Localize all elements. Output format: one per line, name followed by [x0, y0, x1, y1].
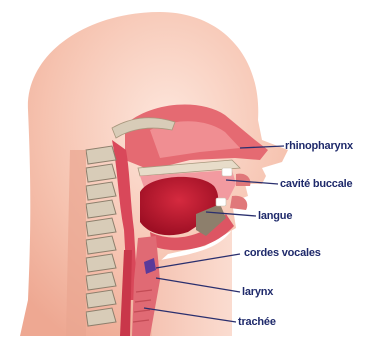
label-trachee: trachée	[238, 316, 276, 328]
label-langue: langue	[258, 210, 292, 222]
label-rhinopharynx: rhinopharynx	[285, 140, 353, 152]
lower-lip	[230, 196, 247, 210]
label-larynx: larynx	[242, 286, 273, 298]
upper-teeth	[222, 168, 232, 176]
label-cordes-vocales: cordes vocales	[244, 247, 321, 259]
label-cavite-buccale: cavité buccale	[280, 178, 352, 190]
lower-teeth	[216, 198, 226, 206]
